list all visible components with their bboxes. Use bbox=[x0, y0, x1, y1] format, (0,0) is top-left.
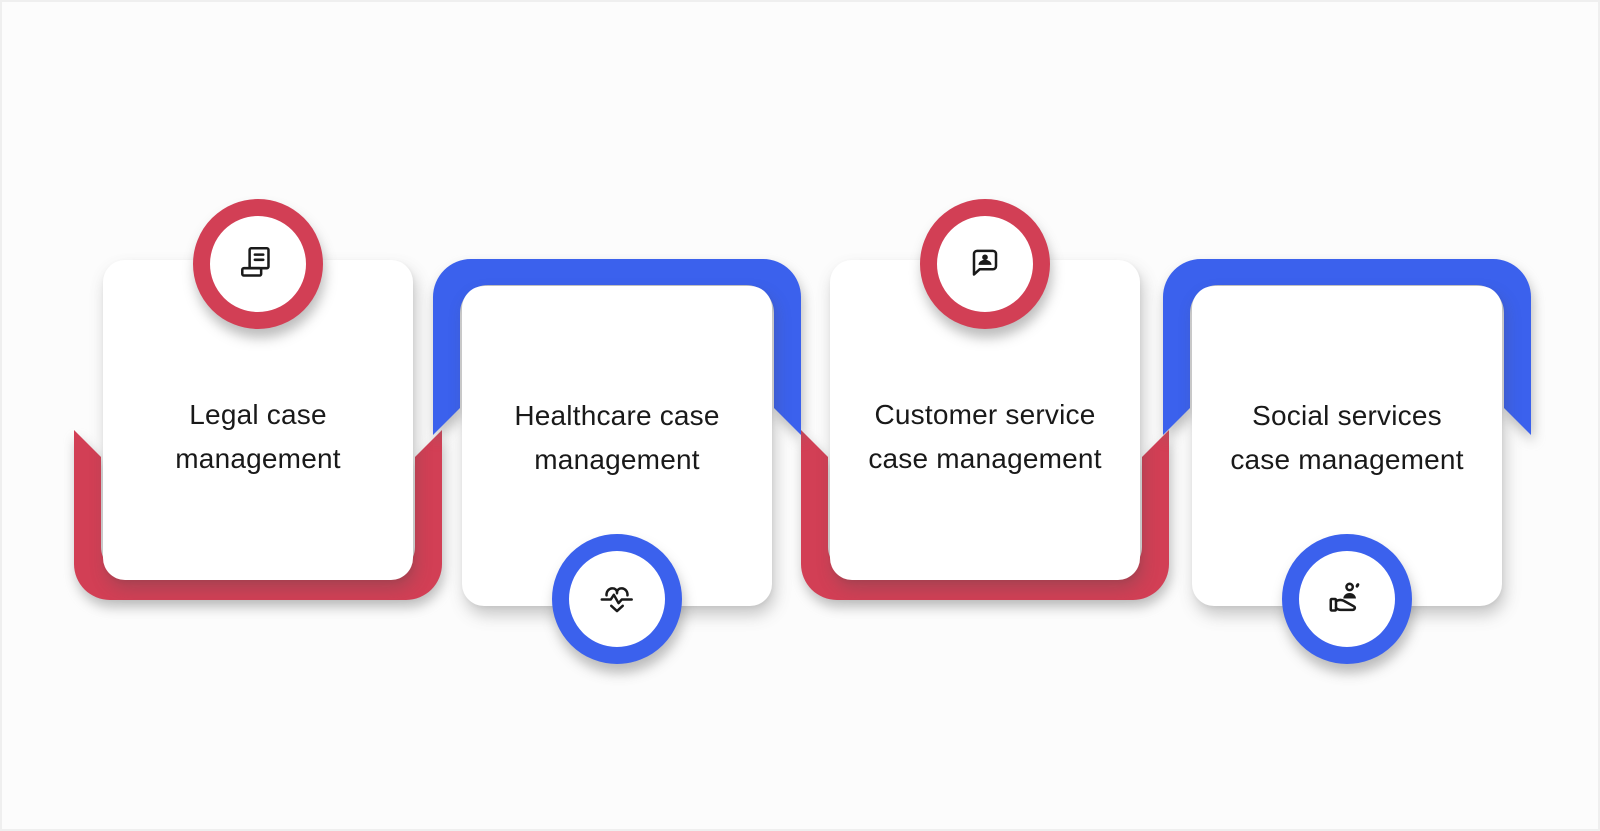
hand-care-icon bbox=[1329, 582, 1360, 612]
badge-circle bbox=[193, 199, 323, 329]
badge-circle bbox=[920, 199, 1050, 329]
badge-circle bbox=[552, 534, 682, 664]
card-title: Customer service case management bbox=[830, 393, 1140, 481]
chat-bubble-person-icon bbox=[972, 249, 998, 276]
card-title-line2: management bbox=[175, 443, 341, 474]
card-group-healthcare: Healthcare case management bbox=[432, 192, 802, 752]
heart-pulse-icon bbox=[600, 587, 633, 613]
card-title-line1: Legal case bbox=[189, 399, 327, 430]
card-title-line1: Healthcare case bbox=[514, 400, 720, 431]
card-group-social-services: Social services case management bbox=[1162, 192, 1532, 752]
card-title: Healthcare case management bbox=[462, 394, 772, 482]
blue-bracket-frame bbox=[433, 259, 801, 435]
blue-bracket-frame bbox=[1163, 259, 1531, 435]
card-title-line1: Social services bbox=[1252, 400, 1442, 431]
red-bracket-frame bbox=[801, 430, 1169, 600]
card-group-legal: Legal case management bbox=[73, 192, 443, 752]
legal-document-icon bbox=[241, 247, 270, 277]
red-bracket-frame bbox=[74, 430, 442, 600]
badge-circle bbox=[1282, 534, 1412, 664]
card-title-line2: case management bbox=[868, 443, 1102, 474]
card-title-line2: case management bbox=[1230, 444, 1464, 475]
card-title-line1: Customer service bbox=[874, 399, 1096, 430]
card-title: Legal case management bbox=[103, 393, 413, 481]
card-title: Social services case management bbox=[1192, 394, 1502, 482]
card-group-customer-service: Customer service case management bbox=[800, 192, 1170, 752]
card-title-line2: management bbox=[534, 444, 700, 475]
